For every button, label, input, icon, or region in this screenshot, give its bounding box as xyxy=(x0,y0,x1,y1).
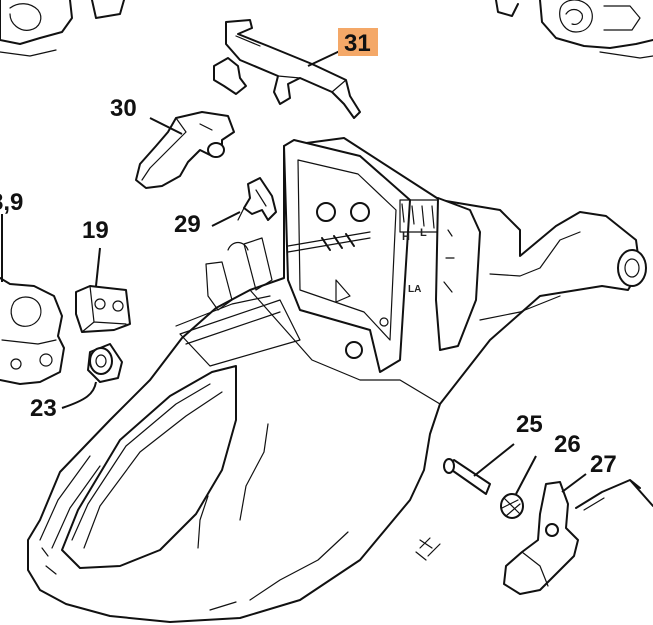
carburetor-top-right-fragment xyxy=(495,0,653,59)
leader-25 xyxy=(473,443,515,477)
marking-la: LA xyxy=(408,284,421,295)
callout-27: 27 xyxy=(590,451,617,478)
carburetor-left-fragment xyxy=(0,277,65,385)
part-31-throttle-rod xyxy=(213,19,361,119)
highlight-box-31 xyxy=(338,28,378,56)
part-23-sleeve xyxy=(87,343,123,383)
callout-26: 26 xyxy=(554,431,581,458)
part-26-spring xyxy=(500,493,524,519)
handle-housing xyxy=(27,137,647,623)
leader-29 xyxy=(211,211,241,227)
marking-l: L xyxy=(420,227,427,239)
callout-30: 30 xyxy=(110,95,137,122)
callout-31: 31 xyxy=(344,30,371,57)
leader-31 xyxy=(307,49,343,67)
callout-19: 19 xyxy=(82,217,109,244)
leader-30 xyxy=(149,117,183,135)
part-27-lock-lever xyxy=(503,479,653,595)
part-29-spring-clip xyxy=(237,177,277,221)
leader-27 xyxy=(561,473,587,493)
part-19-gasket xyxy=(75,285,131,333)
leader-26 xyxy=(515,455,537,495)
callout-25: 25 xyxy=(516,411,543,438)
leader-lines xyxy=(1,49,587,557)
leader-23 xyxy=(61,381,97,409)
callout-23: 23 xyxy=(30,395,57,422)
marking-h: H xyxy=(402,231,410,243)
part-30-throttle-trigger xyxy=(135,111,235,189)
leader-19 xyxy=(95,247,101,287)
carburetor-top-left-fragment xyxy=(0,0,125,57)
callout-29: 29 xyxy=(174,211,201,238)
callout-8-9: 8,9 xyxy=(0,189,23,216)
part-25-pin xyxy=(443,458,491,495)
